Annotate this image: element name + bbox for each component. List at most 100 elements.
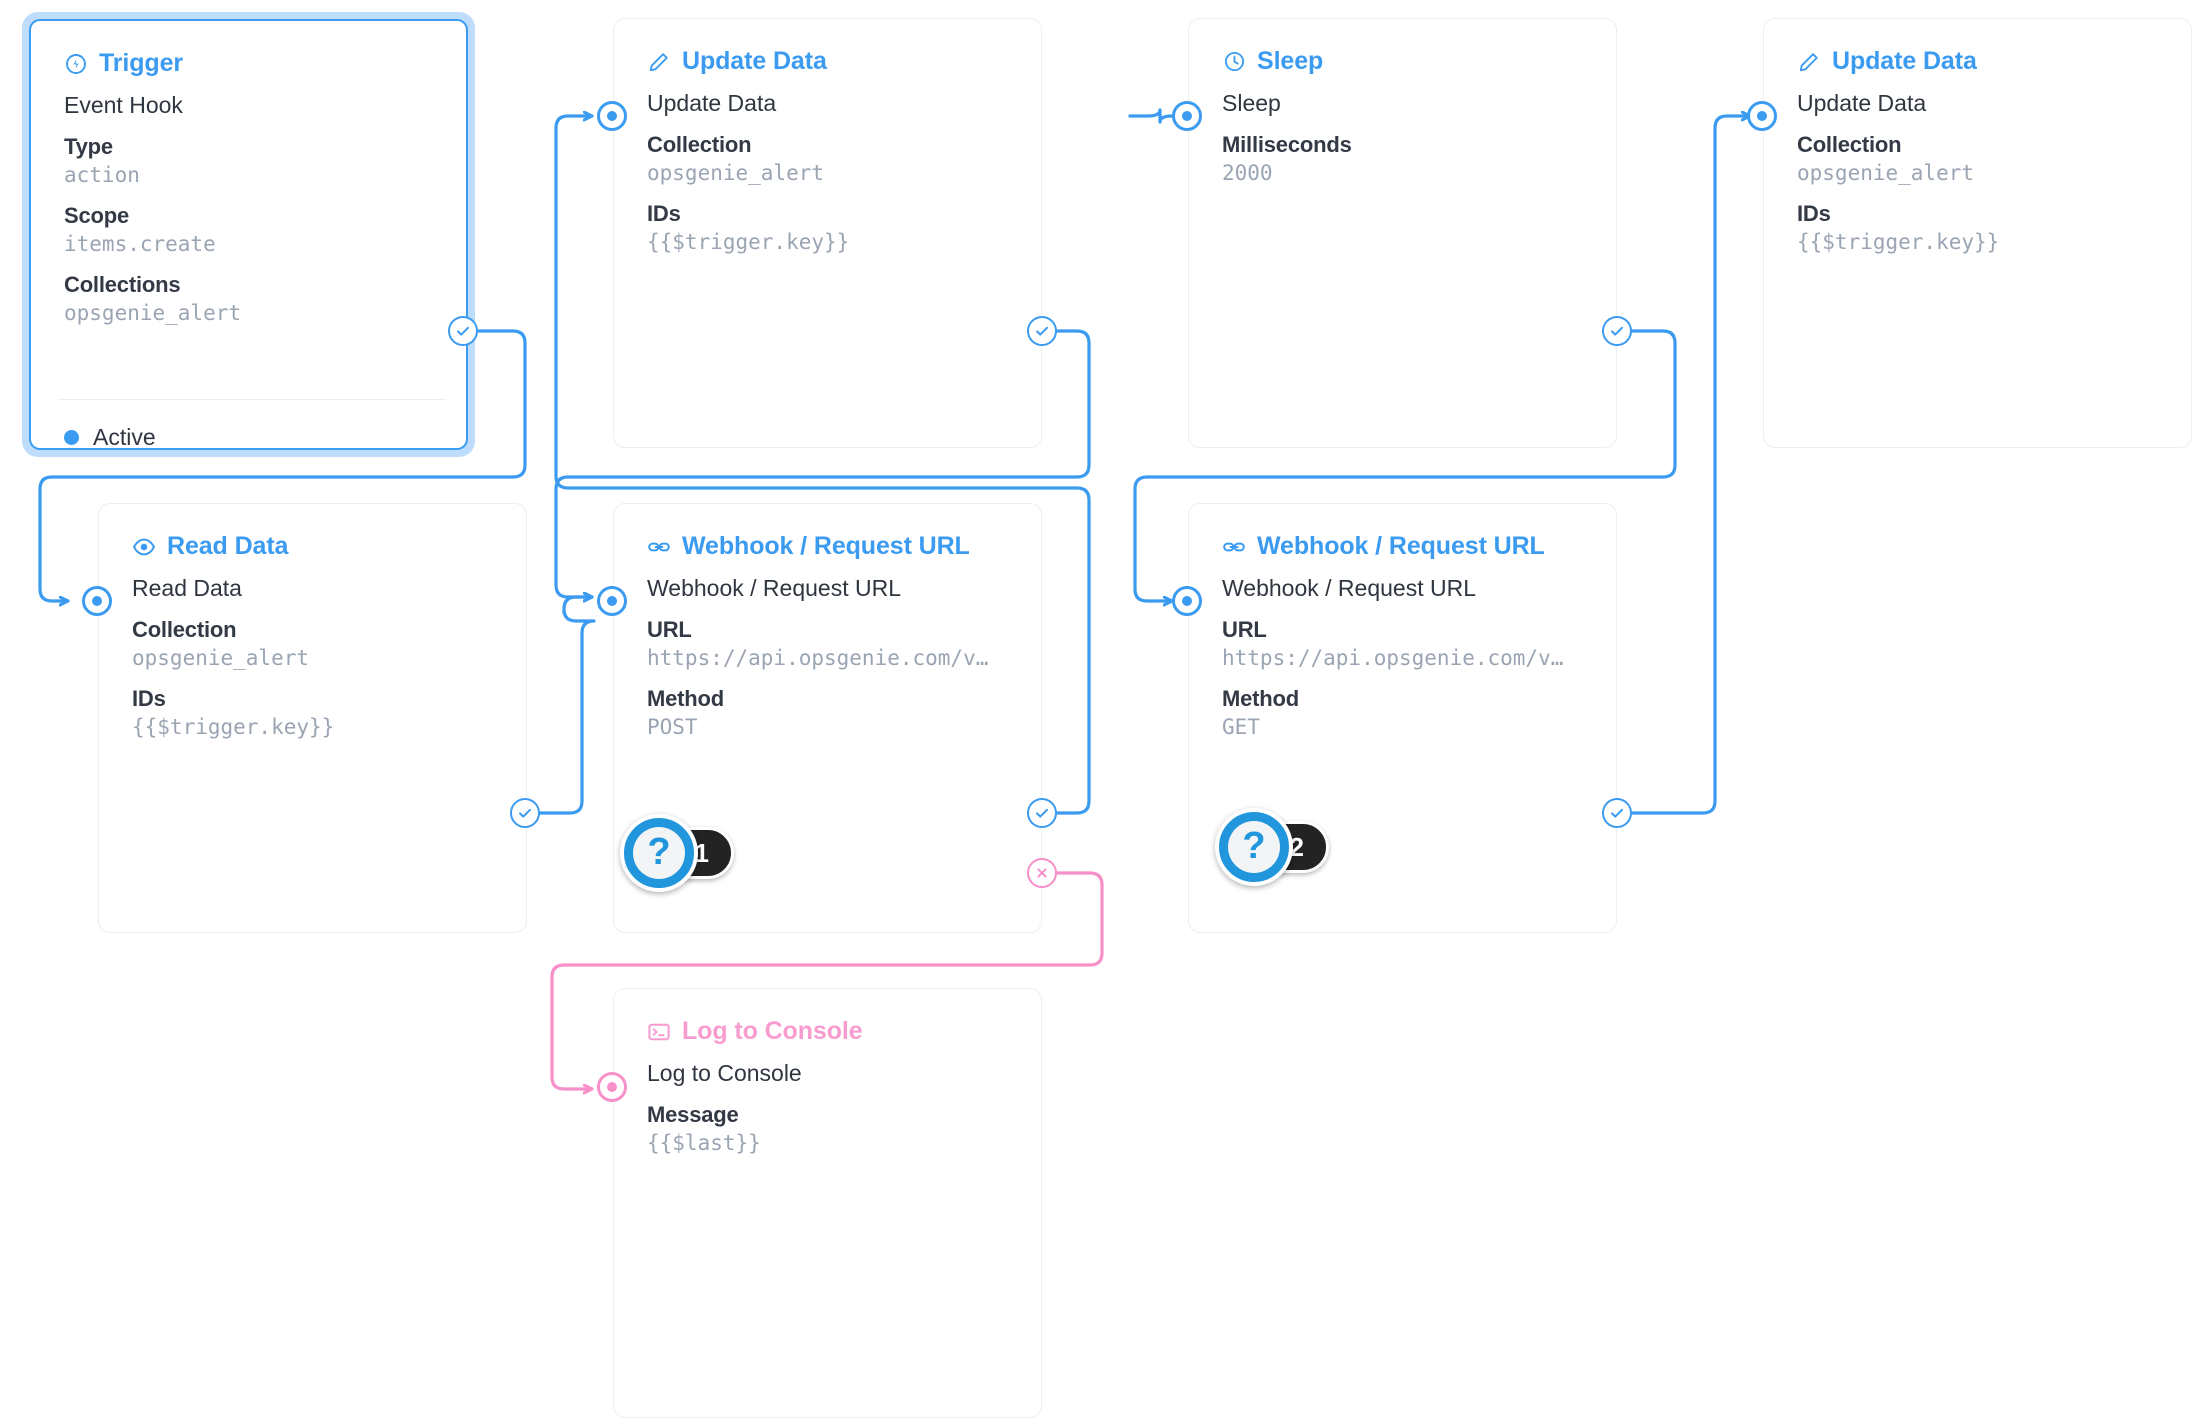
input-port-update-data-2[interactable] bbox=[1747, 101, 1777, 131]
field-value: {{$trigger.key}} bbox=[132, 714, 335, 739]
hint-glyph: ? bbox=[1228, 821, 1280, 873]
node-header-sleep: Sleep bbox=[1189, 19, 1616, 76]
field-collection: Collection opsgenie_alert bbox=[132, 617, 526, 671]
check-icon bbox=[1611, 808, 1623, 818]
node-card-sleep[interactable]: Sleep Sleep Milliseconds 2000 bbox=[1188, 18, 1617, 448]
field-label: URL bbox=[647, 617, 692, 642]
status-dot-icon bbox=[64, 430, 79, 445]
node-card-trigger[interactable]: Trigger Event Hook Type action Scope ite… bbox=[22, 12, 475, 457]
field-type: Type action bbox=[64, 134, 466, 188]
field-value: opsgenie_alert bbox=[64, 300, 242, 325]
status-badge: Active bbox=[64, 424, 156, 451]
node-body-webhook-2: Webhook / Request URL URL https://api.op… bbox=[1189, 561, 1616, 740]
field-value: POST bbox=[647, 714, 698, 739]
field-value: {{$last}} bbox=[647, 1130, 761, 1155]
field-method: Method POST bbox=[647, 686, 1041, 740]
hint-badge-number: 1 bbox=[694, 837, 709, 868]
pencil-icon bbox=[1797, 50, 1821, 74]
node-header-log-to-console: Log to Console bbox=[614, 989, 1041, 1046]
node-body-read-data: Read Data Collection opsgenie_alert IDs … bbox=[99, 561, 526, 740]
clock-icon bbox=[1222, 50, 1246, 74]
check-icon bbox=[519, 808, 531, 818]
field-label: URL bbox=[1222, 617, 1267, 642]
field-message: Message {{$last}} bbox=[647, 1102, 1041, 1156]
field-collections: Collections opsgenie_alert bbox=[64, 272, 466, 326]
field-label: Message bbox=[647, 1102, 739, 1127]
field-scope: Scope items.create bbox=[64, 203, 466, 257]
node-row-title: Webhook / Request URL bbox=[647, 575, 901, 601]
node-header-read-data: Read Data bbox=[99, 504, 526, 561]
card-divider bbox=[58, 399, 446, 400]
field-ids: IDs {{$trigger.key}} bbox=[1797, 201, 2191, 255]
field-value: https://api.opsgenie.com/v… bbox=[1222, 645, 1564, 670]
hint-marker-1[interactable]: 1 ? bbox=[620, 814, 734, 892]
node-header-label: Trigger bbox=[99, 49, 184, 77]
hint-glyph: ? bbox=[633, 827, 685, 879]
field-label: Collections bbox=[64, 271, 181, 297]
field-ids: IDs {{$trigger.key}} bbox=[647, 201, 1041, 255]
field-value: action bbox=[64, 162, 140, 187]
node-header-webhook-1: Webhook / Request URL bbox=[614, 504, 1041, 561]
check-icon bbox=[1036, 326, 1048, 336]
field-value: items.create bbox=[64, 231, 216, 256]
eye-icon bbox=[132, 535, 156, 559]
field-value: {{$trigger.key}} bbox=[647, 229, 850, 254]
input-port-read-data[interactable] bbox=[82, 586, 112, 616]
node-row-title: Update Data bbox=[647, 90, 777, 116]
field-value: opsgenie_alert bbox=[1797, 160, 1975, 185]
node-body-sleep: Sleep Milliseconds 2000 bbox=[1189, 76, 1616, 186]
node-header-label: Read Data bbox=[167, 532, 289, 560]
node-row-title: Webhook / Request URL bbox=[1222, 575, 1476, 601]
hint-marker-2[interactable]: 2 ? bbox=[1215, 808, 1329, 886]
node-header-trigger: Trigger bbox=[31, 21, 466, 78]
node-header-label: Webhook / Request URL bbox=[682, 532, 970, 560]
node-body-webhook-1: Webhook / Request URL URL https://api.op… bbox=[614, 561, 1041, 740]
node-header-update-data-1: Update Data bbox=[614, 19, 1041, 76]
input-port-update-data-1[interactable] bbox=[597, 101, 627, 131]
status-label: Active bbox=[93, 424, 156, 450]
node-header-label: Sleep bbox=[1257, 47, 1324, 75]
field-value: opsgenie_alert bbox=[647, 160, 825, 185]
field-label: Collection bbox=[132, 617, 237, 642]
node-card-update-data-1[interactable]: Update Data Update Data Collection opsge… bbox=[613, 18, 1042, 448]
reject-port-webhook-1[interactable] bbox=[1027, 858, 1057, 888]
bolt-circle-icon bbox=[64, 52, 88, 76]
field-method: Method GET bbox=[1222, 686, 1616, 740]
node-body-log-to-console: Log to Console Message {{$last}} bbox=[614, 1046, 1041, 1156]
check-icon bbox=[1611, 326, 1623, 336]
link-icon bbox=[647, 535, 671, 559]
resolve-port-read-data[interactable] bbox=[510, 798, 540, 828]
question-mark-icon: ? bbox=[1215, 808, 1293, 886]
input-port-log-to-console[interactable] bbox=[597, 1072, 627, 1102]
field-url: URL https://api.opsgenie.com/v… bbox=[1222, 617, 1616, 671]
node-card-update-data-2[interactable]: Update Data Update Data Collection opsge… bbox=[1763, 18, 2192, 448]
node-header-label: Update Data bbox=[1832, 47, 1977, 75]
node-body-update-data-2: Update Data Collection opsgenie_alert ID… bbox=[1764, 76, 2191, 255]
field-collection: Collection opsgenie_alert bbox=[1797, 132, 2191, 186]
field-value: 2000 bbox=[1222, 160, 1273, 185]
field-label: Method bbox=[647, 685, 725, 711]
field-value: opsgenie_alert bbox=[132, 645, 310, 670]
resolve-port-update-data-1[interactable] bbox=[1027, 316, 1057, 346]
node-card-log-to-console[interactable]: Log to Console Log to Console Message {{… bbox=[613, 988, 1042, 1418]
input-port-webhook-2[interactable] bbox=[1172, 586, 1202, 616]
resolve-port-trigger[interactable] bbox=[448, 316, 478, 346]
input-port-webhook-1[interactable] bbox=[597, 586, 627, 616]
field-value: {{$trigger.key}} bbox=[1797, 229, 2000, 254]
resolve-port-webhook-2[interactable] bbox=[1602, 798, 1632, 828]
resolve-port-sleep[interactable] bbox=[1602, 316, 1632, 346]
field-label: Type bbox=[64, 134, 113, 159]
field-label: Milliseconds bbox=[1222, 132, 1352, 157]
pencil-icon bbox=[647, 50, 671, 74]
field-label: Scope bbox=[64, 202, 130, 228]
field-value: GET bbox=[1222, 714, 1260, 739]
node-card-read-data[interactable]: Read Data Read Data Collection opsgenie_… bbox=[98, 503, 527, 933]
field-collection: Collection opsgenie_alert bbox=[647, 132, 1041, 186]
field-label: Collection bbox=[647, 132, 752, 157]
field-label: IDs bbox=[132, 685, 166, 711]
input-port-sleep[interactable] bbox=[1172, 101, 1202, 131]
resolve-port-webhook-1[interactable] bbox=[1027, 798, 1057, 828]
terminal-icon bbox=[647, 1020, 671, 1044]
node-header-label: Webhook / Request URL bbox=[1257, 532, 1545, 560]
